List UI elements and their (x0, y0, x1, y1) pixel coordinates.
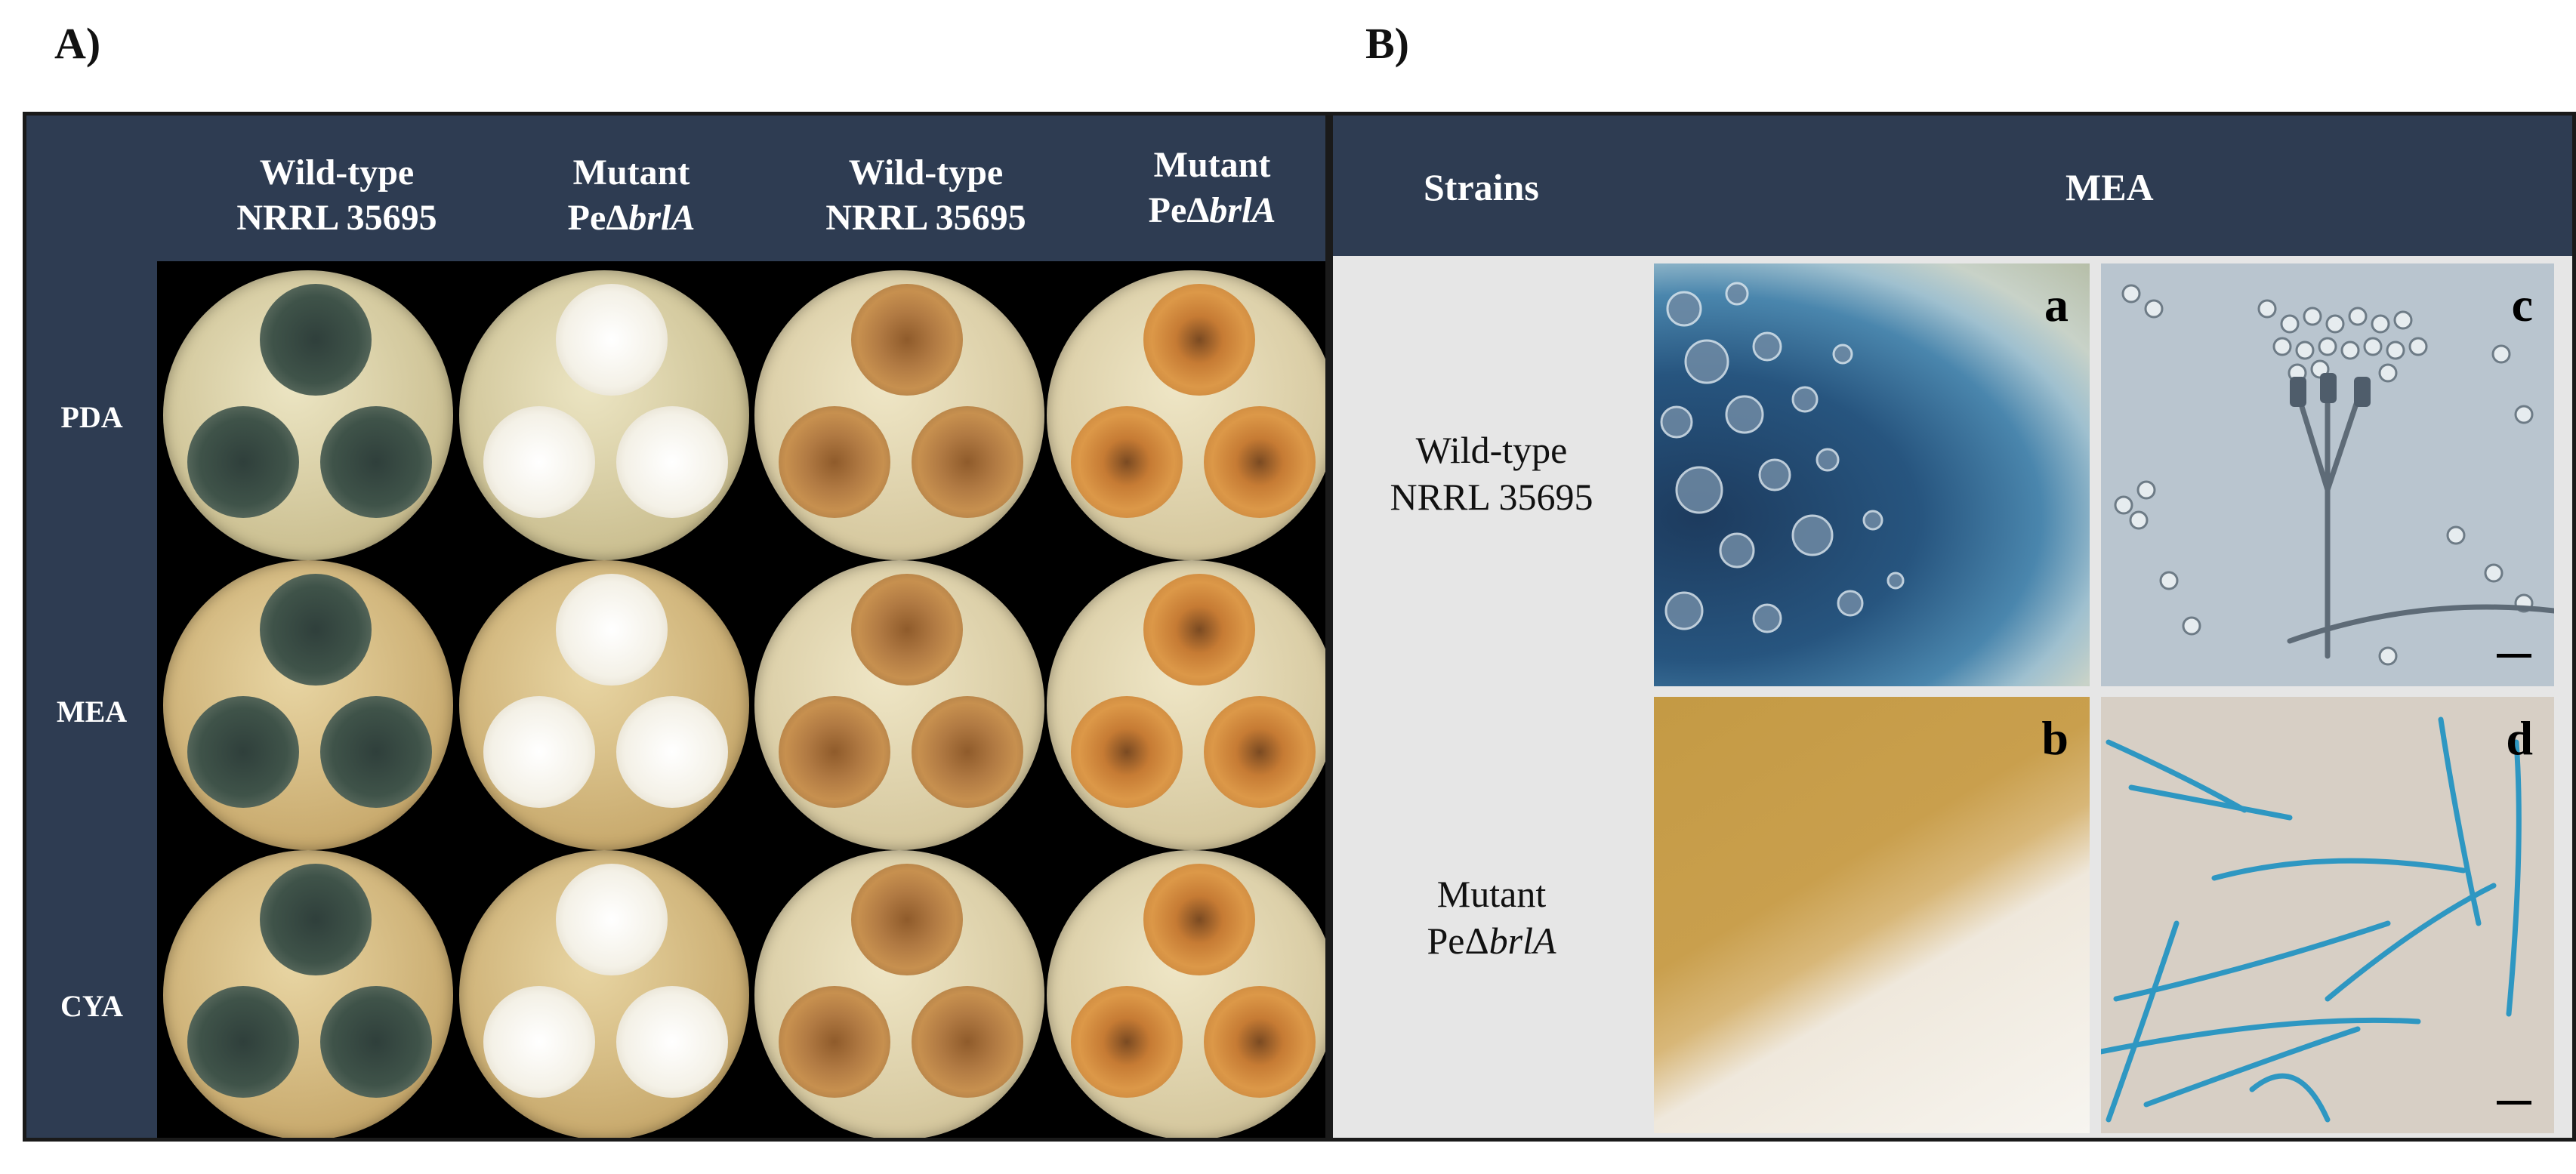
strain-line1: Wild-type (1415, 429, 1568, 471)
conidiophore-illustration (2114, 284, 2554, 666)
col-header-wildtype-2: Wild-type NRRL 35695 (790, 150, 1062, 241)
header-strains: Strains (1424, 166, 1539, 208)
plate-pda-mutant-reverse (1047, 270, 1325, 560)
panel-a-row-headers: PDA MEA CYA (26, 261, 157, 1138)
panel-a-plate-grid: Wild-type NRRL 35695 Mutant PeΔbrlA Wild… (23, 112, 1329, 1142)
panel-a-label: A) (54, 19, 101, 68)
colony (556, 864, 668, 975)
col-header-wildtype-1: Wild-type NRRL 35695 (201, 150, 473, 241)
colony (912, 986, 1023, 1098)
panel-b-microscopy: Strains MEA Wild-type NRRL 35695 Mutant … (1329, 112, 2576, 1142)
colony (912, 696, 1023, 808)
colony (1204, 986, 1316, 1098)
colony (260, 574, 372, 686)
panel-a-header: Wild-type NRRL 35695 Mutant PeΔbrlA Wild… (26, 116, 1325, 261)
panel-b-label: B) (1365, 19, 1409, 68)
row-header-mea: MEA (56, 695, 128, 729)
row-header-pda: PDA (60, 400, 123, 434)
strain-label-mutant: Mutant PeΔbrlA (1333, 870, 1650, 964)
col-header-line1: Mutant (1153, 145, 1271, 185)
col-header-line2: NRRL 35695 (825, 198, 1026, 238)
image-letter-b: b (2041, 711, 2069, 765)
strain-label-wildtype: Wild-type NRRL 35695 (1333, 427, 1650, 520)
plate-cya-wildtype-reverse (754, 850, 1044, 1138)
scale-bar (2497, 1101, 2531, 1105)
colony (779, 986, 890, 1098)
strain-line2: PeΔbrlA (1333, 917, 1650, 964)
colony (779, 406, 890, 518)
plate-cya-wildtype-front (163, 850, 453, 1138)
strain-prefix: PeΔ (567, 198, 629, 238)
colony (320, 696, 432, 808)
micrograph-c-wildtype-conidiophore: c (2101, 263, 2554, 686)
colony (851, 864, 963, 975)
micrograph-b-mutant-colony: b (1654, 697, 2090, 1133)
colony (851, 574, 963, 686)
colony (1204, 406, 1316, 518)
col-header-line1: Wild-type (259, 153, 415, 193)
colony (320, 986, 432, 1098)
plate-pda-wildtype-front (163, 270, 453, 560)
colony (483, 696, 595, 808)
hyphae-illustration (2101, 716, 2522, 1123)
colony (483, 986, 595, 1098)
plate-mea-wildtype-reverse (754, 560, 1044, 850)
plate-pda-mutant-front (459, 270, 749, 560)
gene-name: brlA (1489, 920, 1556, 962)
colony-droplets-illustration (1660, 282, 1905, 633)
header-medium: MEA (2065, 166, 2154, 208)
plate-mea-mutant-front (459, 560, 749, 850)
strain-prefix: PeΔ (1148, 190, 1210, 230)
strain-prefix: PeΔ (1427, 920, 1489, 962)
scale-bar (2497, 654, 2531, 658)
col-header-line1: Mutant (572, 153, 690, 193)
colony (187, 696, 299, 808)
image-letter-d: d (2506, 711, 2533, 765)
colony (1143, 864, 1255, 975)
micrograph-d-mutant-hyphae: d (2101, 697, 2554, 1133)
col-header-line2: NRRL 35695 (236, 198, 437, 238)
col-header-mutant-2: Mutant PeΔbrlA (1076, 143, 1325, 233)
col-header-line2: PeΔbrlA (495, 196, 767, 241)
strain-line1: Mutant (1436, 873, 1547, 915)
plate-photographs (157, 261, 1325, 1138)
gene-name: brlA (1209, 190, 1276, 230)
plate-cya-mutant-reverse (1047, 850, 1325, 1138)
micrograph-a-wildtype-colony: a (1654, 263, 2090, 686)
colony (1071, 406, 1183, 518)
colony (1204, 696, 1316, 808)
colony (779, 696, 890, 808)
plate-mea-mutant-reverse (1047, 560, 1325, 850)
colony (1071, 986, 1183, 1098)
colony (260, 284, 372, 396)
colony (1143, 284, 1255, 396)
colony (851, 284, 963, 396)
image-letter-c: c (2511, 278, 2533, 331)
row-header-cya: CYA (60, 989, 123, 1023)
colony (1071, 696, 1183, 808)
colony (912, 406, 1023, 518)
colony (260, 864, 372, 975)
col-header-mutant-1: Mutant PeΔbrlA (495, 150, 767, 241)
colony (616, 406, 728, 518)
colony (187, 986, 299, 1098)
plate-pda-wildtype-reverse (754, 270, 1044, 560)
col-header-line2: PeΔbrlA (1076, 188, 1325, 233)
colony (556, 574, 668, 686)
colony (483, 406, 595, 518)
image-letter-a: a (2044, 278, 2069, 331)
gene-name: brlA (628, 198, 696, 238)
colony (556, 284, 668, 396)
colony (187, 406, 299, 518)
colony (616, 696, 728, 808)
strain-line2: NRRL 35695 (1390, 476, 1593, 518)
colony (320, 406, 432, 518)
col-header-line1: Wild-type (848, 153, 1004, 193)
plate-mea-wildtype-front (163, 560, 453, 850)
colony (616, 986, 728, 1098)
plate-cya-mutant-front (459, 850, 749, 1138)
colony (1143, 574, 1255, 686)
panel-b-header: Strains MEA (1333, 116, 2572, 256)
